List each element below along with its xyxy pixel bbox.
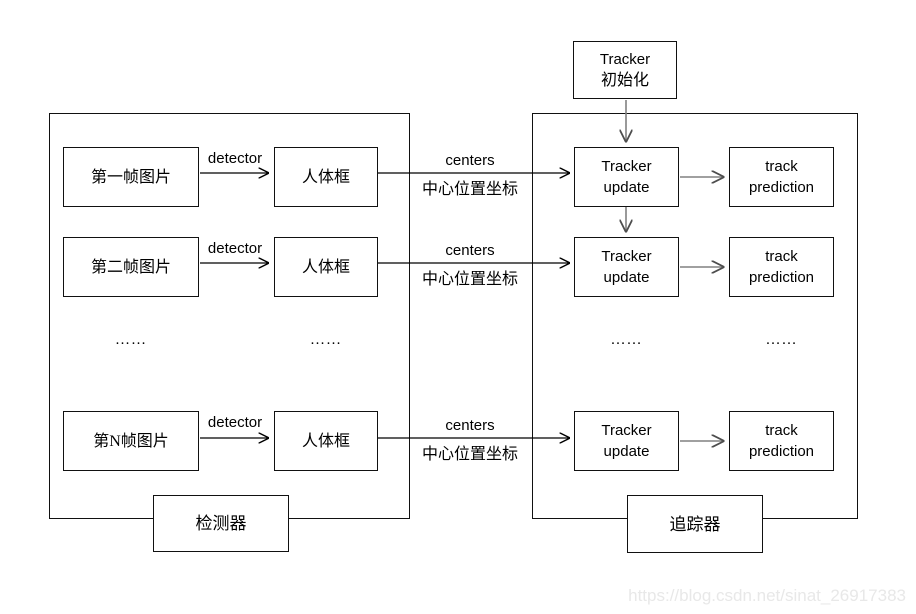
track-prediction-n-line1: track [765, 422, 798, 439]
frame-box-1: 第一帧图片 [63, 147, 199, 207]
track-prediction-box-2: track prediction [729, 237, 834, 297]
ellipsis-updates: …… [610, 332, 643, 348]
watermark-text: https://blog.csdn.net/sinat_26917383 [628, 586, 906, 605]
tracker-group-title: 追踪器 [669, 514, 721, 534]
track-prediction-n-line2: prediction [748, 443, 815, 460]
track-prediction-box-n: track prediction [729, 411, 834, 471]
detector-group-title: 检测器 [195, 514, 247, 533]
track-prediction-2-line1: track [765, 248, 798, 265]
tracker-init-box: Tracker 初始化 [573, 41, 677, 99]
tracker-update-2-line2: update [603, 269, 650, 286]
tracker-init-line2: 初始化 [600, 72, 649, 89]
frame-box-n-label: 第N帧图片 [93, 432, 169, 450]
detector-arrow-label-1: detector [207, 150, 263, 167]
frame-box-n: 第N帧图片 [63, 411, 199, 471]
body-box-2-label: 人体框 [301, 258, 350, 276]
centers-sub-label-3: 中心位置坐标 [421, 446, 518, 463]
track-prediction-box-1: track prediction [729, 147, 834, 207]
centers-label-3: centers [445, 417, 495, 434]
tracker-update-1-line2: update [603, 179, 650, 196]
body-box-1: 人体框 [274, 147, 378, 207]
tracker-group-title-box: 追踪器 [627, 495, 763, 553]
detector-arrow-label-2: detector [207, 240, 263, 257]
tracker-update-n-line1: Tracker [601, 422, 652, 439]
tracker-update-box-2: Tracker update [574, 237, 679, 297]
tracker-update-n-line2: update [603, 443, 650, 460]
centers-label-2: centers [445, 242, 495, 259]
centers-label-1: centers [445, 152, 495, 169]
track-prediction-1-line1: track [765, 158, 798, 175]
body-box-2: 人体框 [274, 237, 378, 297]
frame-box-2-label: 第二帧图片 [90, 258, 171, 276]
body-box-1-label: 人体框 [301, 168, 350, 186]
frame-box-2: 第二帧图片 [63, 237, 199, 297]
centers-sub-label-2: 中心位置坐标 [421, 271, 518, 288]
tracker-update-box-1: Tracker update [574, 147, 679, 207]
track-prediction-1-line2: prediction [748, 179, 815, 196]
tracker-update-box-n: Tracker update [574, 411, 679, 471]
tracker-init-line1: Tracker [599, 51, 651, 68]
tracker-update-1-line1: Tracker [601, 158, 652, 175]
ellipsis-frames: …… [115, 332, 147, 348]
ellipsis-predictions: …… [765, 332, 798, 348]
tracker-update-2-line1: Tracker [601, 248, 652, 265]
body-box-n-label: 人体框 [301, 432, 350, 450]
detector-group-title-box: 检测器 [153, 495, 289, 552]
ellipsis-body-boxes: …… [310, 332, 342, 348]
track-prediction-2-line2: prediction [748, 269, 815, 286]
detector-arrow-label-3: detector [207, 414, 263, 431]
centers-sub-label-1: 中心位置坐标 [421, 181, 518, 198]
frame-box-1-label: 第一帧图片 [90, 168, 171, 186]
body-box-n: 人体框 [274, 411, 378, 471]
